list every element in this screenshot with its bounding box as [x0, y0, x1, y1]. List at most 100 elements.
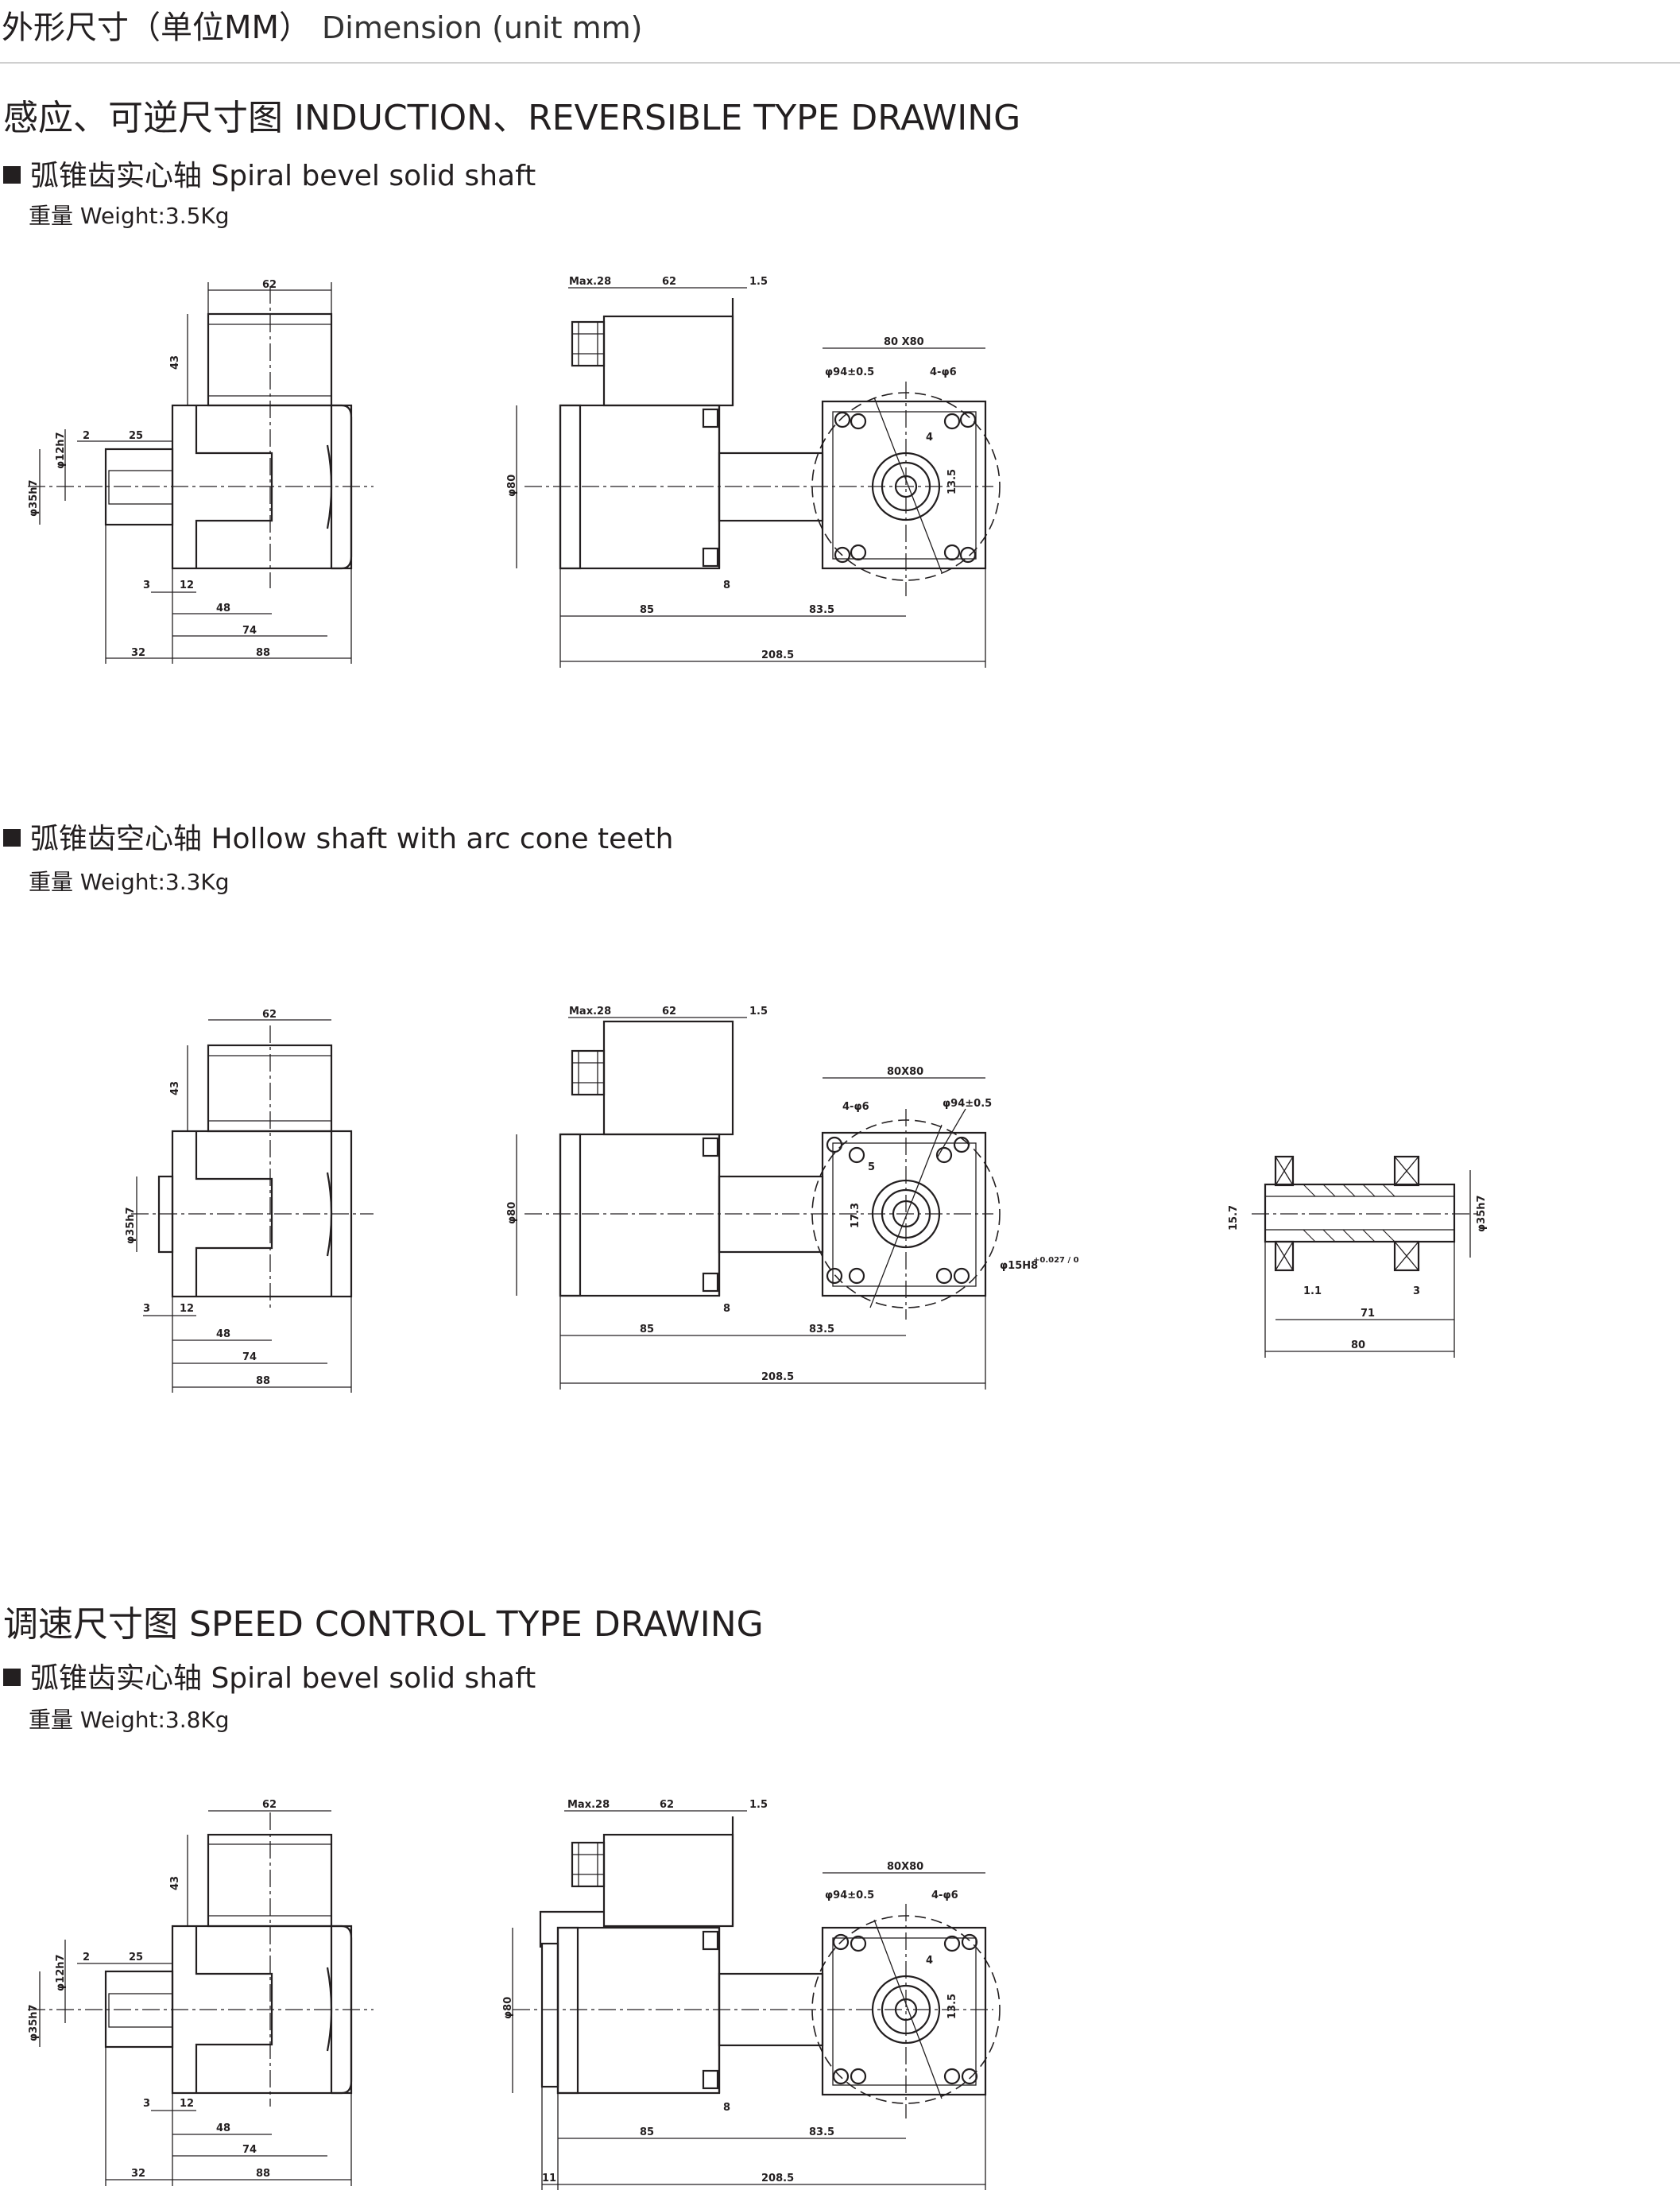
- dim-74: 74: [242, 625, 257, 637]
- dim-11: 11: [542, 2173, 556, 2184]
- dim-pcd: φ94±0.5: [943, 1098, 992, 1110]
- dim-boss-d: φ35h7: [125, 1207, 137, 1244]
- dim-shaft-d: φ12h7: [55, 1954, 67, 1991]
- dim-bore: φ15H8: [1000, 1260, 1038, 1272]
- dim-8: 8: [723, 1303, 730, 1315]
- dim-80: 80: [1351, 1339, 1365, 1351]
- weight-label: 重量 Weight:3.5Kg: [29, 203, 230, 229]
- dim-13-5: 13.5: [946, 1994, 958, 2019]
- part-label-hollow-shaft: 弧锥齿空心轴 Hollow shaft with arc cone teeth: [3, 816, 673, 857]
- dim-3: 3: [143, 1303, 150, 1315]
- dim-32: 32: [131, 647, 145, 659]
- part-label-solid-shaft: 弧锥齿实心轴 Spiral bevel solid shaft: [3, 153, 536, 194]
- drawing-speed-control-solid-shaft: 62 43 2 25 φ12h7 φ35h7 3 12 48 74 32 88: [28, 1799, 1001, 2190]
- front-view: Max.28 62 1.5 80 X80 φ94±0.5 4-φ6 4 13.5…: [506, 276, 1001, 668]
- dim-85: 85: [640, 2126, 654, 2138]
- dim-48: 48: [216, 2122, 230, 2134]
- dim-208-5: 208.5: [761, 1371, 794, 1383]
- dim-15-7: 15.7: [1228, 1205, 1240, 1231]
- drawing-induction-solid-shaft: 62 43 2 25 φ12h7 φ35h7 3 12 4 8 74 32 88: [28, 276, 1001, 668]
- dim-1-5: 1.5: [749, 1799, 768, 1811]
- dim-85: 85: [640, 1324, 654, 1335]
- dim-35h7: φ35h7: [1476, 1195, 1488, 1232]
- dim-2: 2: [83, 1952, 90, 1963]
- section-title-induction: 感应、可逆尺寸图 INDUCTION、REVERSIBLE TYPE DRAWI…: [3, 98, 1021, 138]
- dim-phi80: φ80: [506, 475, 518, 497]
- part-label-text: 弧锥齿空心轴 Hollow shaft with arc cone teeth: [30, 823, 674, 855]
- section-title-speed-control: 调速尺寸图 SPEED CONTROL TYPE DRAWING: [3, 1604, 764, 1645]
- dim-85: 85: [640, 604, 654, 616]
- dim-32: 32: [131, 2168, 145, 2180]
- dim-88: 88: [256, 647, 270, 659]
- dim-boss-d: φ35h7: [28, 2004, 40, 2041]
- dim-shaft-d: φ12h7: [55, 432, 67, 469]
- dim-74: 74: [242, 2144, 257, 2156]
- dim-5: 5: [868, 1161, 875, 1173]
- dim-12: 12: [180, 1303, 194, 1315]
- dim-bore-tol: +0.027 / 0: [1033, 1256, 1079, 1265]
- bullet-square-icon: [3, 166, 21, 184]
- dim-12: 12: [180, 580, 194, 591]
- dim-holes: 4-φ6: [842, 1101, 869, 1113]
- part-label-text: 弧锥齿实心轴 Spiral bevel solid shaft: [30, 160, 536, 192]
- dim-62b: 62: [662, 276, 676, 288]
- dim-43: 43: [169, 1876, 181, 1890]
- front-view: Max.28 62 1.5 80X80 4-φ6 φ94±0.5 5 17.3 …: [506, 1006, 1079, 1390]
- dim-max28: Max.28: [569, 1006, 611, 1018]
- dim-25: 25: [129, 1952, 143, 1963]
- side-view: 62 43 2 25 φ12h7 φ35h7 3 12 48 74 32 88: [28, 1799, 374, 2186]
- dim-3: 3: [143, 2098, 150, 2110]
- dim-phi80: φ80: [506, 1202, 518, 1224]
- weight-label: 重量 Weight:3.3Kg: [29, 869, 230, 895]
- dim-1-5: 1.5: [749, 1006, 768, 1018]
- dim-83-5: 83.5: [809, 1324, 834, 1335]
- dim-208-5: 208.5: [761, 649, 794, 661]
- dim-62b: 62: [662, 1006, 676, 1018]
- title-divider: [0, 62, 1680, 64]
- dim-max28: Max.28: [567, 1799, 610, 1811]
- dim-48: 48: [216, 1328, 230, 1340]
- drawing-induction-hollow-shaft: 62 43 φ35h7 3 12 48 74 88 M: [125, 1006, 1488, 1393]
- side-view: 62 43 φ35h7 3 12 48 74 88: [125, 1009, 374, 1393]
- dim-80x80: 80 X80: [884, 336, 924, 348]
- weight-label: 重量 Weight:3.8Kg: [29, 1707, 230, 1733]
- dim-62: 62: [262, 1009, 277, 1021]
- dim-43: 43: [169, 1081, 181, 1095]
- dim-80x80: 80X80: [887, 1861, 923, 1873]
- dim-max28: Max.28: [569, 276, 611, 288]
- part-label-solid-shaft: 弧锥齿实心轴 Spiral bevel solid shaft: [3, 1655, 536, 1696]
- dim-17-3: 17.3: [850, 1203, 861, 1228]
- dim-holes: 4-φ6: [931, 1890, 958, 1901]
- page-title: 外形尺寸（单位MM） Dimension (unit mm): [2, 2, 642, 48]
- dim-phi80: φ80: [502, 1997, 514, 2019]
- dim-13-5: 13.5: [946, 469, 958, 494]
- dim-8: 8: [723, 580, 730, 591]
- dim-2: 2: [83, 430, 90, 442]
- page-title-en: Dimension (unit mm): [322, 10, 643, 45]
- dim-3b: 3: [1413, 1285, 1420, 1297]
- dim-25: 25: [129, 430, 143, 442]
- page-title-cn: 外形尺寸（单位MM）: [2, 10, 312, 46]
- dim-88: 88: [256, 1375, 270, 1387]
- bullet-square-icon: [3, 829, 21, 847]
- dim-62: 62: [262, 279, 277, 291]
- dim-62: 62: [262, 1799, 277, 1811]
- dim-8: 8: [723, 2102, 730, 2114]
- dim-43: 43: [169, 355, 181, 370]
- dim-pcd: φ94±0.5: [825, 1890, 874, 1901]
- dim-key-4: 4: [926, 432, 933, 444]
- dim-80x80: 80X80: [887, 1066, 923, 1078]
- dim-12: 12: [180, 2098, 194, 2110]
- dim-208-5: 208.5: [761, 2173, 794, 2184]
- front-view: Max.28 62 1.5 80X80 φ94±0.5 4-φ6 4 13.5 …: [502, 1799, 1001, 2190]
- dim-holes: 4-φ6: [930, 366, 957, 378]
- dim-boss-d: φ35h7: [28, 479, 40, 517]
- dim-88: 88: [256, 2168, 270, 2180]
- dim-pcd: φ94±0.5: [825, 366, 874, 378]
- dim-key-4: 4: [926, 1955, 933, 1967]
- dim-74: 74: [242, 1351, 257, 1363]
- dim-3: 3: [143, 580, 150, 591]
- dim-1-1: 1.1: [1303, 1285, 1322, 1297]
- hollow-shaft-section: φ35h7 15.7 1.1 3 71 80: [1228, 1155, 1488, 1358]
- side-view: 62 43 2 25 φ12h7 φ35h7 3 12 48 74 32 88: [28, 279, 374, 664]
